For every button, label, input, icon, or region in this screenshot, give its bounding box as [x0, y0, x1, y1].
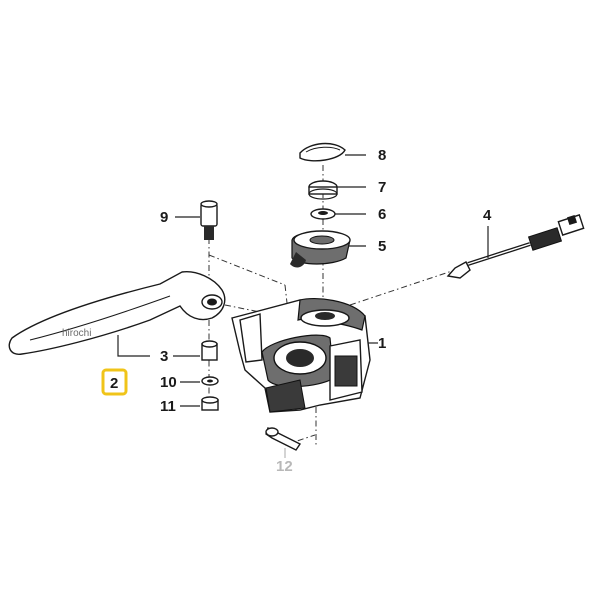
- callout-3: 3: [160, 348, 168, 365]
- nut: [201, 396, 219, 411]
- callout-1: 1: [378, 335, 386, 352]
- callout-11: 11: [160, 398, 176, 415]
- callout-2-highlight: [101, 368, 128, 396]
- ring: [310, 208, 336, 220]
- callout-4: 4: [483, 207, 492, 224]
- bushing: [201, 340, 218, 361]
- callout-7: 7: [378, 179, 386, 196]
- switch-cable: [446, 214, 585, 279]
- callout-5: 5: [378, 238, 386, 255]
- callout-12: 12: [276, 458, 293, 475]
- washer: [201, 376, 219, 386]
- master-cylinder-housing: [231, 297, 371, 413]
- callout-numbers: 1 2 3 4 5 6 7 8 9 10 11 12: [101, 147, 492, 475]
- pivot-bolt: [200, 200, 218, 240]
- leader-lines: [117, 154, 489, 458]
- callout-8: 8: [378, 147, 386, 164]
- hand-lever: [8, 271, 226, 355]
- diaphragm: [308, 180, 338, 200]
- reservoir: [290, 230, 351, 268]
- callout-10: 10: [160, 374, 177, 391]
- callout-9: 9: [160, 209, 168, 226]
- cover: [299, 142, 346, 162]
- clamp-bolt: [265, 427, 302, 451]
- watermark: hirochi: [62, 328, 91, 339]
- callout-6: 6: [378, 206, 386, 223]
- callout-2: 2: [110, 375, 118, 392]
